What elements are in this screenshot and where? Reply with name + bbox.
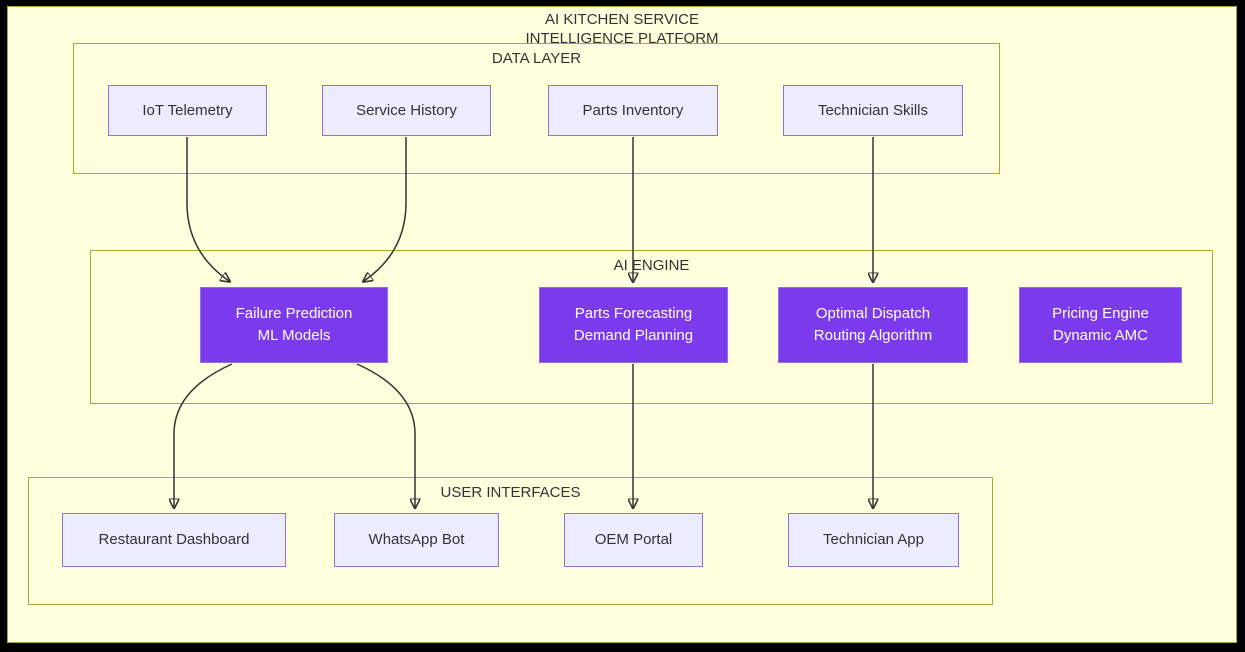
node-parts-inventory-label: Parts Inventory	[582, 101, 684, 119]
node-parts-forecasting-line2: Demand Planning	[573, 327, 694, 344]
cluster-ai-engine-label: AI ENGINE	[613, 257, 690, 274]
node-parts-inventory: Parts Inventory	[548, 85, 718, 136]
node-pricing-engine-line2: Dynamic AMC	[1052, 327, 1149, 344]
node-optimal-dispatch-line1: Optimal Dispatch	[815, 305, 931, 322]
node-optimal-dispatch-line2: Routing Algorithm	[813, 327, 933, 344]
node-technician-app: Technician App	[788, 513, 959, 567]
node-pricing-engine: Pricing Engine Dynamic AMC	[1019, 287, 1182, 363]
node-oem-portal-label: OEM Portal	[594, 531, 673, 548]
node-whatsapp-bot-label: WhatsApp Bot	[368, 531, 465, 548]
node-oem-portal: OEM Portal	[564, 513, 703, 567]
node-failure-prediction-line2: ML Models	[257, 327, 331, 344]
diagram-title-line2: INTELLIGENCE PLATFORM	[525, 30, 719, 47]
cluster-user-interfaces-label: USER INTERFACES	[440, 484, 581, 501]
cluster-data-layer-label: DATA LAYER	[491, 50, 582, 67]
node-whatsapp-bot: WhatsApp Bot	[334, 513, 499, 567]
node-iot-telemetry-label: IoT Telemetry	[142, 101, 233, 119]
node-technician-skills: Technician Skills	[783, 85, 963, 136]
node-restaurant-dashboard: Restaurant Dashboard	[62, 513, 286, 567]
node-iot-telemetry: IoT Telemetry	[108, 85, 267, 136]
diagram-title-line1: AI KITCHEN SERVICE	[545, 11, 699, 28]
node-failure-prediction-line1: Failure Prediction	[235, 305, 353, 322]
node-technician-skills-label: Technician Skills	[817, 101, 929, 119]
node-parts-forecasting: Parts Forecasting Demand Planning	[539, 287, 728, 363]
node-service-history: Service History	[322, 85, 491, 136]
node-pricing-engine-line1: Pricing Engine	[1052, 305, 1149, 322]
node-parts-forecasting-line1: Parts Forecasting	[574, 305, 693, 322]
node-failure-prediction: Failure Prediction ML Models	[200, 287, 388, 363]
node-service-history-label: Service History	[356, 101, 457, 119]
node-technician-app-label: Technician App	[823, 531, 924, 548]
node-optimal-dispatch: Optimal Dispatch Routing Algorithm	[778, 287, 968, 363]
diagram-title: AI KITCHEN SERVICE INTELLIGENCE PLATFORM	[7, 10, 1237, 48]
node-restaurant-dashboard-label: Restaurant Dashboard	[98, 531, 250, 548]
